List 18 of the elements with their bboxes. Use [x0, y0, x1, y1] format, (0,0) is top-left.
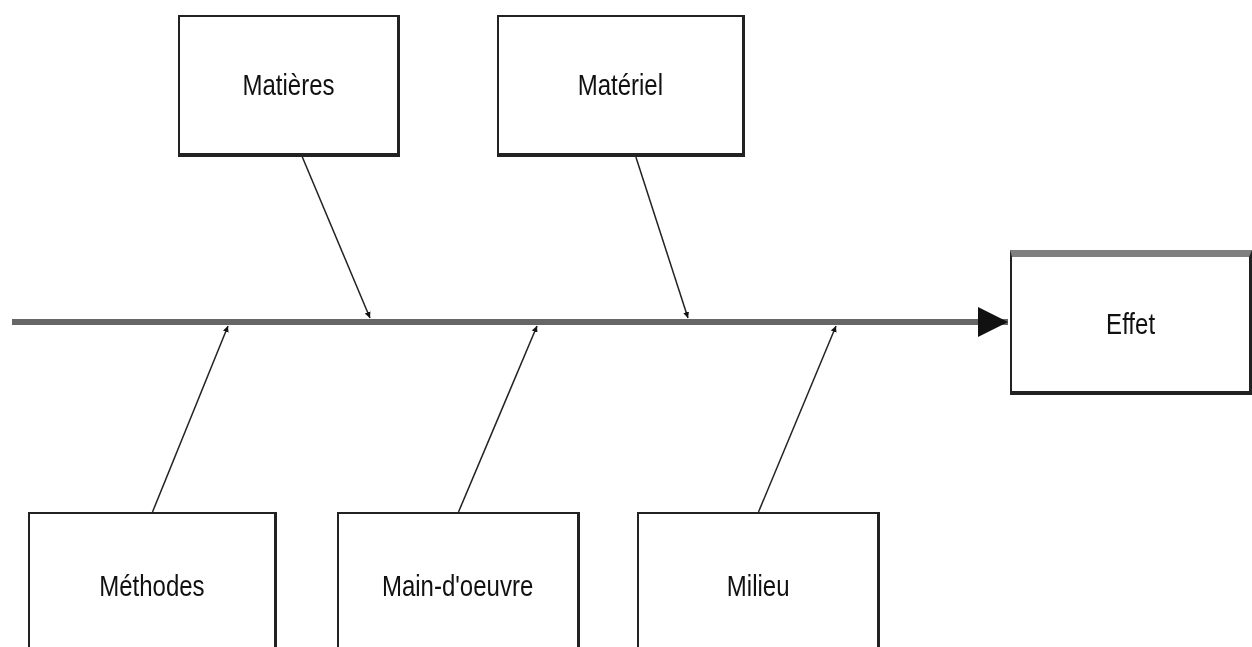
- cause-box: [637, 512, 880, 647]
- cause-label: Méthodes: [99, 569, 205, 603]
- cause-label: Matières: [242, 68, 335, 102]
- arrow: [635, 156, 689, 319]
- cause-label: Matériel: [577, 68, 664, 102]
- effect-label: Effet: [1106, 307, 1155, 341]
- cause-box: [497, 15, 745, 157]
- arrow: [457, 325, 538, 513]
- arrow: [151, 325, 229, 513]
- arrow: [301, 156, 371, 319]
- cause-box: [28, 512, 277, 647]
- effect-box: [1010, 250, 1252, 395]
- cause-box: [337, 512, 580, 647]
- spine-arrow: [12, 307, 1008, 337]
- cause-box: [178, 15, 400, 157]
- cause-label: Main-d'oeuvre: [382, 569, 534, 603]
- arrow: [757, 325, 837, 513]
- cause-label: Milieu: [726, 569, 790, 603]
